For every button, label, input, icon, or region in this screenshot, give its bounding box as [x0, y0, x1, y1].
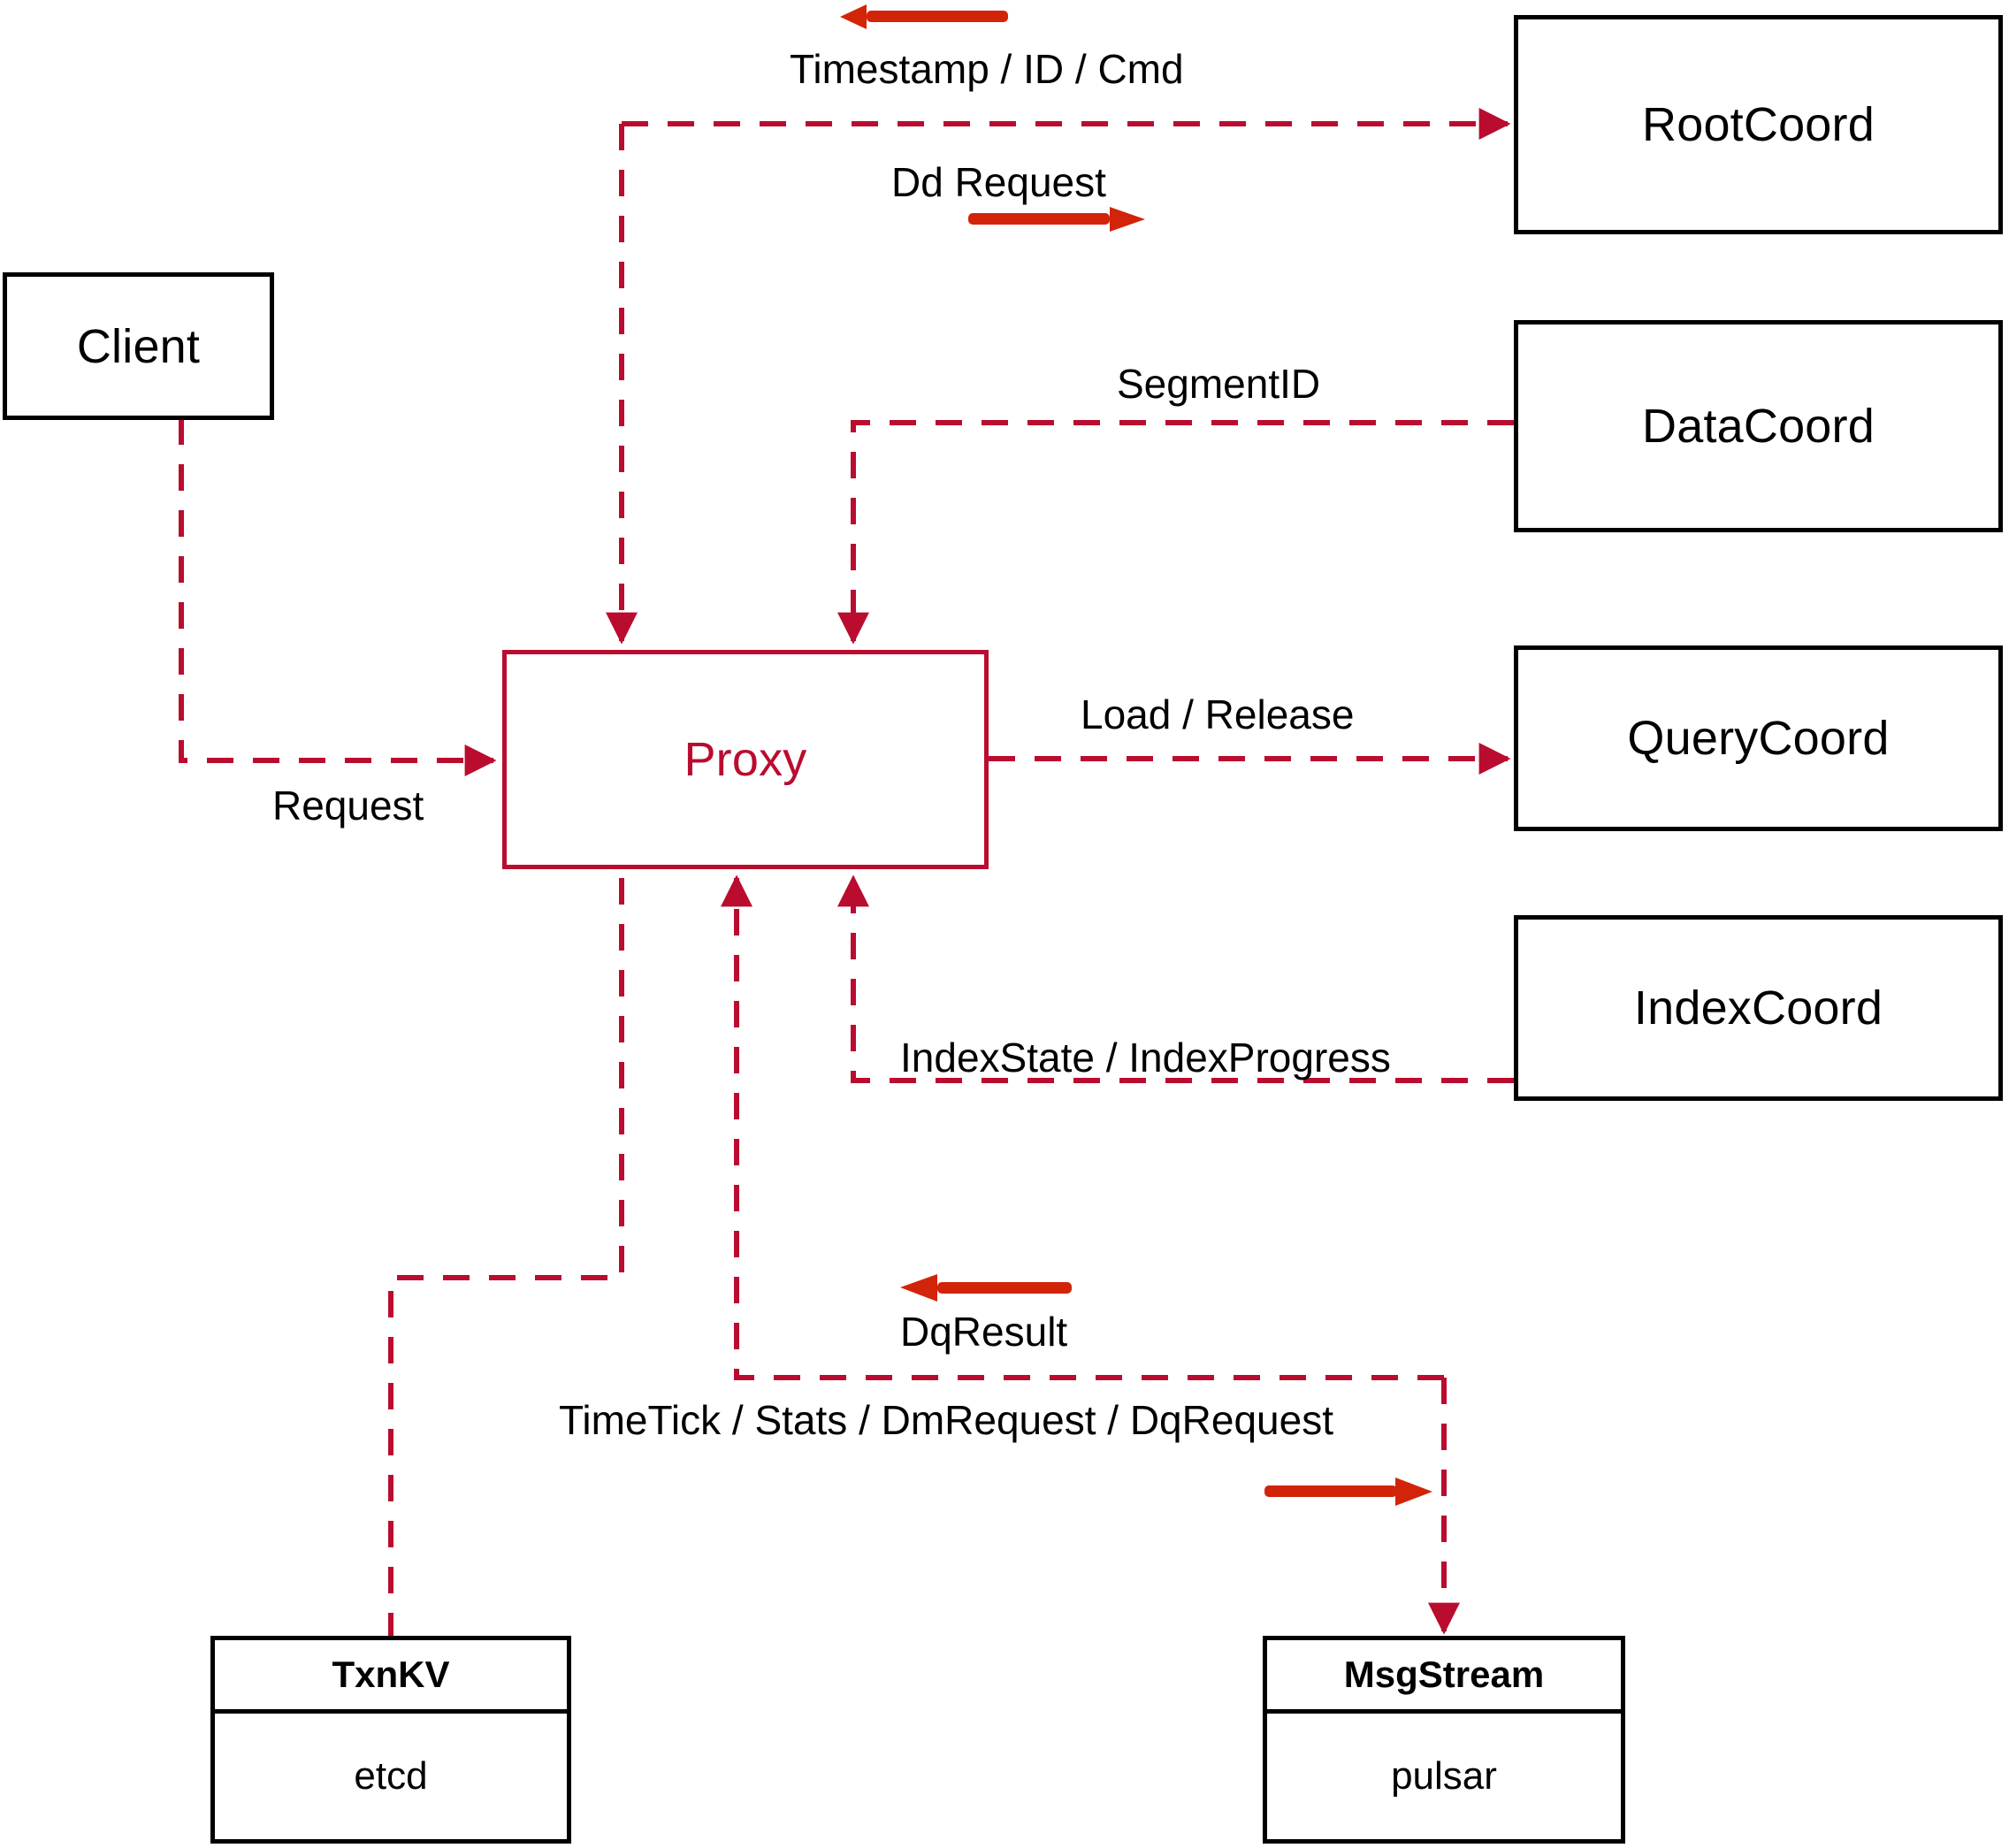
node-txnkv-impl: etcd: [354, 1754, 428, 1798]
node-proxy[interactable]: Proxy: [502, 650, 989, 869]
node-querycoord[interactable]: QueryCoord: [1514, 645, 2003, 831]
node-msgstream-impl: pulsar: [1391, 1754, 1497, 1798]
arrow-indicator-timestamp-id-cmd: [840, 4, 1008, 29]
edge-indexcoord-to-proxy: [837, 874, 1514, 1083]
node-msgstream-title: MsgStream: [1267, 1640, 1621, 1714]
node-client-label: Client: [76, 319, 201, 373]
edge-client-to-proxy: [179, 418, 497, 776]
edge-label-request: Request: [272, 783, 424, 829]
edge-label-segmentid: SegmentID: [1117, 361, 1321, 407]
edge-datacoord-to-proxy: [837, 420, 1514, 645]
node-rootcoord[interactable]: RootCoord: [1514, 15, 2003, 234]
edge-label-timestamp-id-cmd: Timestamp / ID / Cmd: [790, 46, 1184, 92]
node-txnkv[interactable]: TxnKV etcd: [210, 1636, 571, 1844]
edge-label-dqresult: DqResult: [900, 1309, 1068, 1355]
node-datacoord-label: DataCoord: [1642, 400, 1875, 453]
edge-proxy-to-txnkv: [388, 878, 624, 1636]
node-rootcoord-label: RootCoord: [1642, 98, 1875, 151]
node-indexcoord[interactable]: IndexCoord: [1514, 915, 2003, 1101]
node-txnkv-title: TxnKV: [215, 1640, 567, 1714]
node-proxy-label: Proxy: [684, 733, 807, 786]
node-indexcoord-label: IndexCoord: [1633, 981, 1883, 1035]
direction-indicators: [840, 4, 1432, 1506]
arrow-indicator-timetick-stats-dmrequest-dqrequest: [1264, 1478, 1432, 1506]
node-datacoord[interactable]: DataCoord: [1514, 320, 2003, 532]
edge-label-load-release: Load / Release: [1081, 691, 1355, 737]
node-querycoord-label: QueryCoord: [1627, 712, 1890, 765]
node-msgstream[interactable]: MsgStream pulsar: [1263, 1636, 1625, 1844]
edge-label-indexstate-indexprogress: IndexState / IndexProgress: [900, 1035, 1391, 1081]
edge-label-dd-request: Dd Request: [891, 159, 1106, 205]
edge-msgstream-to-proxy: [721, 874, 1444, 1380]
arrow-indicator-dqresult: [900, 1274, 1072, 1302]
node-client[interactable]: Client: [3, 272, 274, 420]
arrow-indicator-dd-request: [968, 207, 1145, 232]
edge-label-timetick-stats-dmrequest-dqrequest: TimeTick / Stats / DmRequest / DqRequest: [559, 1397, 1333, 1443]
